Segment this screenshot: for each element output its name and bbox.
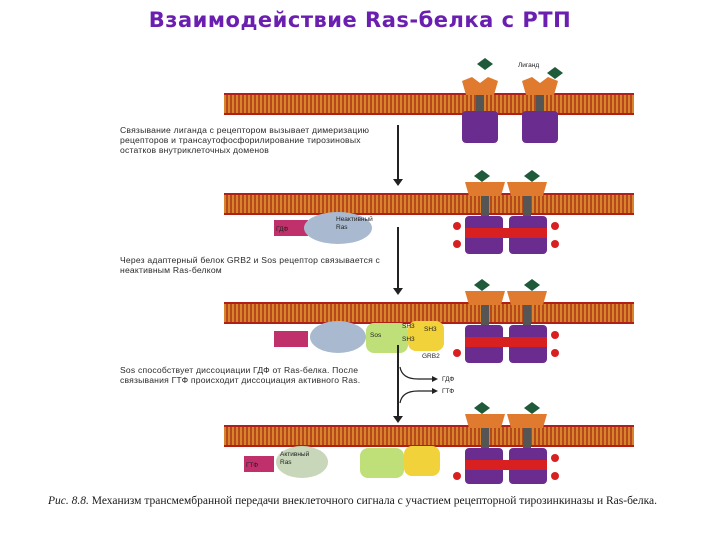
gdp-label-2: ГДФ bbox=[442, 376, 455, 383]
caption-prefix: Рис. 8.8. bbox=[48, 495, 89, 507]
ligand-icon bbox=[477, 58, 563, 79]
signaling-figure: Лиганд Связывание лиганда с рецептором в… bbox=[40, 45, 680, 525]
sh3-label-c: SH3 bbox=[402, 336, 415, 343]
sh3-label-b: SH3 bbox=[424, 326, 437, 333]
step-arrow-3 bbox=[393, 345, 403, 423]
receptor-right bbox=[522, 77, 558, 143]
step-2-text: Через адаптерный белок GRB2 и Sos рецепт… bbox=[120, 255, 381, 275]
receptors-panel-3 bbox=[453, 279, 559, 363]
sh3-label-a: SH3 bbox=[402, 323, 415, 330]
gtp-label-1: ГТФ bbox=[442, 388, 455, 395]
step-1-text: Связывание лиганда с рецептором вызывает… bbox=[120, 125, 370, 155]
step-3-text: Sos способствует диссоциации ГДФ от Ras-… bbox=[120, 365, 361, 385]
step-arrow-2 bbox=[393, 227, 403, 295]
inactive-ras-label: Неактивный Ras bbox=[336, 216, 373, 231]
membrane-2 bbox=[224, 193, 634, 215]
figure-caption: Рис. 8.8. Механизм трансмембранной перед… bbox=[48, 495, 668, 508]
active-ras-label: Активный Ras bbox=[280, 451, 310, 466]
gdp-label-1: ГДФ bbox=[276, 226, 289, 233]
step-arrow-1 bbox=[393, 125, 403, 186]
gtp-label-2: ГТФ bbox=[246, 462, 259, 469]
gdp-gtp-arrows bbox=[399, 366, 438, 404]
sos-label: Sos bbox=[370, 332, 382, 339]
receptors-panel-2 bbox=[453, 170, 559, 254]
complex-panel-4 bbox=[244, 446, 440, 478]
receptors-panel-4 bbox=[453, 402, 559, 484]
membrane-1 bbox=[224, 93, 634, 115]
caption-text: Механизм трансмембранной передачи внекле… bbox=[91, 495, 658, 507]
ligand-label: Лиганд bbox=[518, 62, 540, 69]
inactive-ras-group bbox=[274, 212, 372, 244]
receptor-left bbox=[462, 77, 498, 143]
slide-title: Взаимодействие Ras-белка с РТП bbox=[148, 8, 572, 32]
receptors-panel-1 bbox=[462, 58, 563, 143]
grb2-label: GRB2 bbox=[422, 353, 440, 360]
